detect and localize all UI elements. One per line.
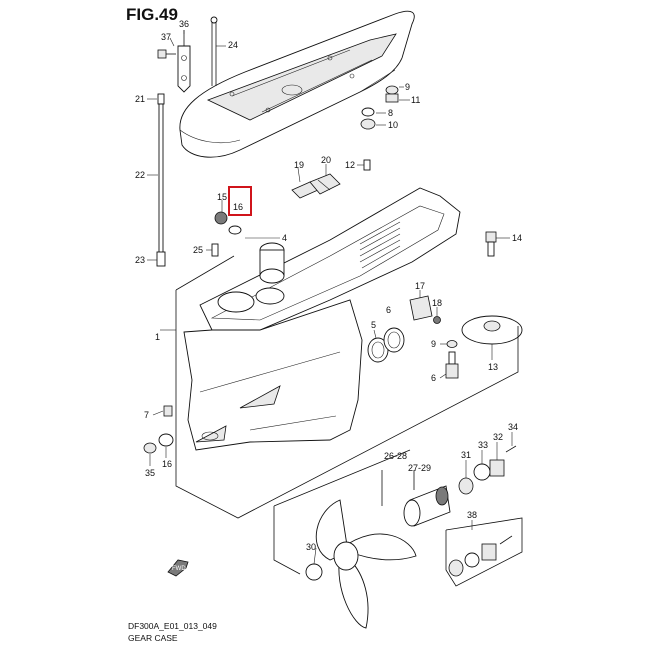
part-22-shaft bbox=[156, 93, 166, 267]
callout-4: 4 bbox=[282, 233, 287, 243]
callout-34: 34 bbox=[508, 422, 518, 432]
callout-36: 36 bbox=[179, 19, 189, 29]
part-14-bolt bbox=[485, 231, 497, 257]
highlight-box-part-16 bbox=[228, 186, 252, 216]
callout-18: 18 bbox=[432, 298, 442, 308]
part-25-pin bbox=[211, 243, 219, 257]
upper-cover bbox=[179, 10, 415, 158]
callout-labels: 36 37 24 9 11 21 8 10 19 20 12 22 15 16 … bbox=[135, 19, 522, 552]
callout-15: 15 bbox=[217, 192, 227, 202]
parts-9-6-right bbox=[445, 340, 459, 379]
callout-26-28: 26-28 bbox=[384, 451, 407, 461]
callout-5: 5 bbox=[371, 320, 376, 330]
callout-23: 23 bbox=[135, 255, 145, 265]
callout-25: 25 bbox=[193, 245, 203, 255]
callout-9-right: 9 bbox=[431, 339, 436, 349]
callout-8: 8 bbox=[388, 108, 393, 118]
parts-9-11-8-10 bbox=[360, 85, 399, 130]
callout-38: 38 bbox=[467, 510, 477, 520]
callout-20: 20 bbox=[321, 155, 331, 165]
fwd-label: FWD bbox=[172, 566, 186, 572]
callout-14: 14 bbox=[512, 233, 522, 243]
callout-35: 35 bbox=[145, 468, 155, 478]
callout-27-29: 27-29 bbox=[408, 463, 431, 473]
part-37-bolt bbox=[157, 49, 176, 59]
part-5-seals bbox=[367, 327, 405, 363]
callout-9-top: 9 bbox=[405, 82, 410, 92]
callout-1: 1 bbox=[155, 332, 160, 342]
callout-11: 11 bbox=[411, 95, 420, 105]
callout-37: 37 bbox=[161, 32, 171, 42]
callout-32: 32 bbox=[493, 432, 503, 442]
parts-31-34 bbox=[458, 445, 517, 495]
figure-title: FIG.49 bbox=[126, 5, 178, 24]
leader-lines bbox=[147, 30, 523, 587]
parts-19-20 bbox=[291, 173, 341, 199]
callout-13: 13 bbox=[488, 362, 498, 372]
callout-16-lower: 16 bbox=[162, 459, 172, 469]
callout-6-right: 6 bbox=[431, 373, 436, 383]
callout-22: 22 bbox=[135, 170, 145, 180]
part-38-kit bbox=[448, 535, 513, 577]
callout-10: 10 bbox=[388, 120, 398, 130]
callout-12: 12 bbox=[345, 160, 355, 170]
callout-19: 19 bbox=[294, 160, 304, 170]
part-36-clamp bbox=[177, 30, 191, 93]
callout-6-top: 6 bbox=[386, 305, 391, 315]
part-7-bolt bbox=[163, 405, 173, 417]
callout-16-highlighted: 16 bbox=[233, 202, 243, 212]
part-13-anode bbox=[461, 315, 523, 345]
callout-21: 21 bbox=[135, 94, 145, 104]
parts-17-18 bbox=[409, 295, 441, 324]
gear-case-housing bbox=[183, 187, 461, 451]
fwd-arrow-icon: FWD bbox=[167, 559, 189, 577]
part-12-pin bbox=[363, 159, 371, 171]
parts-35-16-lower bbox=[143, 433, 174, 454]
callout-33: 33 bbox=[478, 440, 488, 450]
parts-26-29 bbox=[403, 485, 451, 527]
parts-15-16 bbox=[214, 211, 242, 235]
callout-30: 30 bbox=[306, 542, 316, 552]
callout-24: 24 bbox=[228, 40, 238, 50]
callout-7: 7 bbox=[144, 410, 149, 420]
figure-caption: GEAR CASE bbox=[128, 633, 178, 643]
model-code: DF300A_E01_013_049 bbox=[128, 621, 217, 631]
part-24-tie bbox=[210, 16, 218, 86]
callout-31: 31 bbox=[461, 450, 471, 460]
propeller bbox=[305, 499, 417, 629]
callout-17: 17 bbox=[415, 281, 425, 291]
